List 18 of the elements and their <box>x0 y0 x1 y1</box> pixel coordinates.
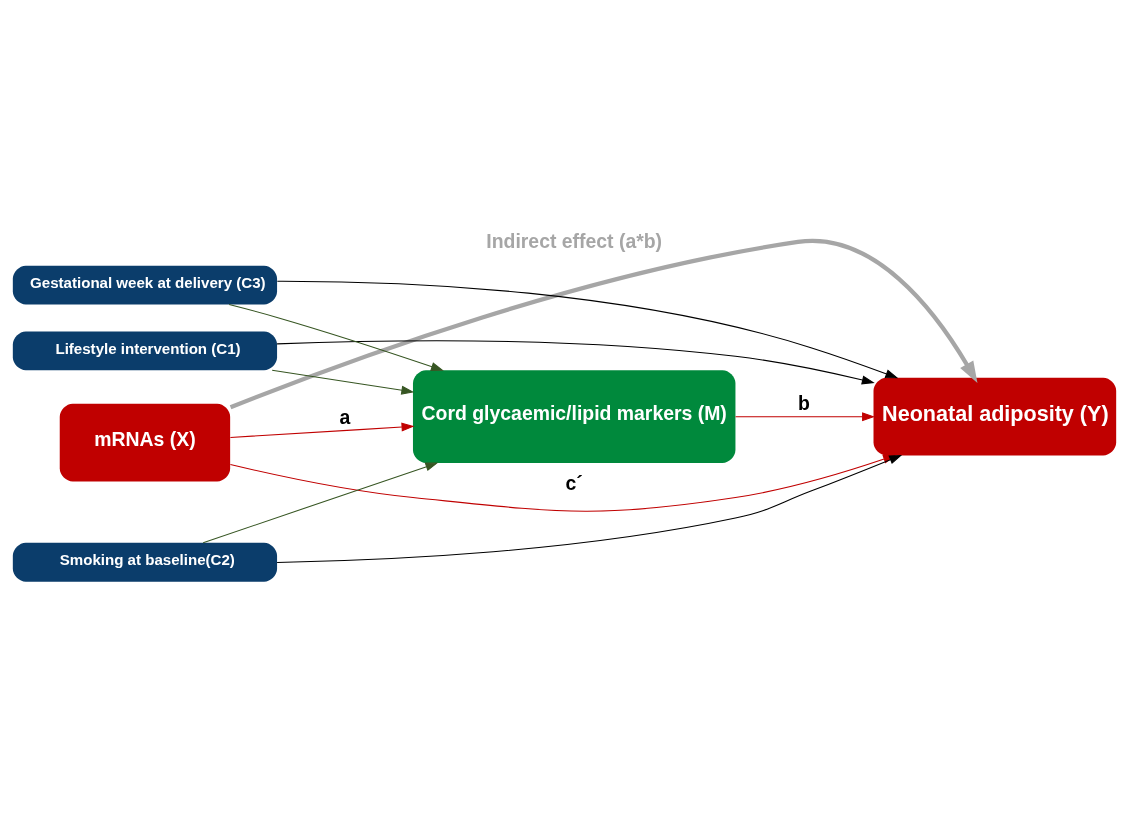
arrow <box>228 303 444 371</box>
arrow <box>202 462 439 543</box>
arrow <box>229 238 978 409</box>
arrow <box>276 339 875 384</box>
node-box: Cord glycaemic/lipid markers (M) <box>412 369 736 463</box>
edge-label: b <box>798 391 810 414</box>
arrow <box>271 369 415 395</box>
node-box: Smoking at baseline(C2) <box>12 542 278 582</box>
node-box: Neonatal adiposity (Y) <box>873 377 1117 455</box>
node-box: Gestational week at delivery (C3) <box>12 265 278 304</box>
edge-label: Indirect effect (a*b) <box>486 229 663 252</box>
node-box: mRNAs (X) <box>59 403 231 481</box>
edge-label: c´ <box>565 471 583 494</box>
edge-label: a <box>339 405 351 428</box>
arrow <box>276 280 899 378</box>
arrow <box>735 411 876 421</box>
node-box: Lifestyle intervention (C1) <box>12 330 278 370</box>
arrow <box>229 422 415 438</box>
